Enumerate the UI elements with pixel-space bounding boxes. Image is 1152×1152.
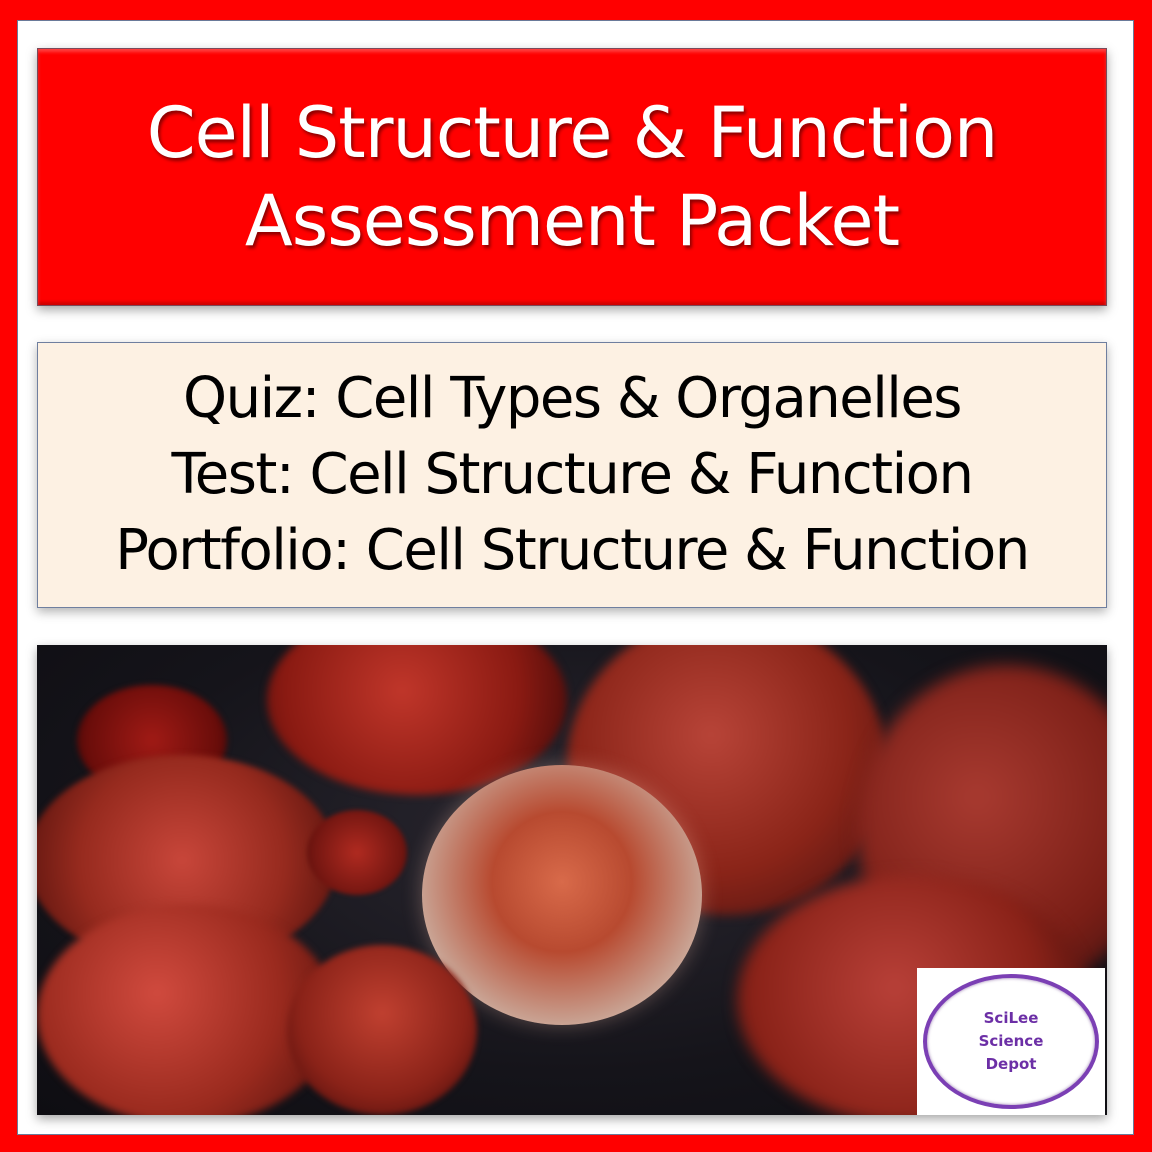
cell-image	[37, 645, 1107, 1115]
blood-cell-icon	[307, 810, 407, 895]
blood-cell-icon	[37, 905, 337, 1115]
contents-quiz: Quiz: Cell Types & Organelles	[183, 366, 962, 431]
blood-cell-icon	[287, 945, 477, 1115]
contents-test: Test: Cell Structure & Function	[171, 442, 974, 507]
logo-line-1: SciLee	[983, 1009, 1039, 1027]
logo-line-2: Science	[978, 1032, 1044, 1050]
title-line-2: Assessment Packet	[244, 180, 900, 262]
title-line-1: Cell Structure & Function	[146, 92, 999, 174]
logo: SciLee Science Depot	[917, 968, 1105, 1115]
logo-line-3: Depot	[985, 1055, 1037, 1073]
contents-box: Quiz: Cell Types & Organelles Test: Cell…	[37, 342, 1107, 608]
logo-oval-icon: SciLee Science Depot	[923, 974, 1099, 1109]
focused-cell-icon	[422, 765, 702, 1025]
blood-cell-icon	[267, 645, 567, 795]
contents-portfolio: Portfolio: Cell Structure & Function	[115, 518, 1030, 583]
title-banner: Cell Structure & Function Assessment Pac…	[37, 48, 1107, 306]
